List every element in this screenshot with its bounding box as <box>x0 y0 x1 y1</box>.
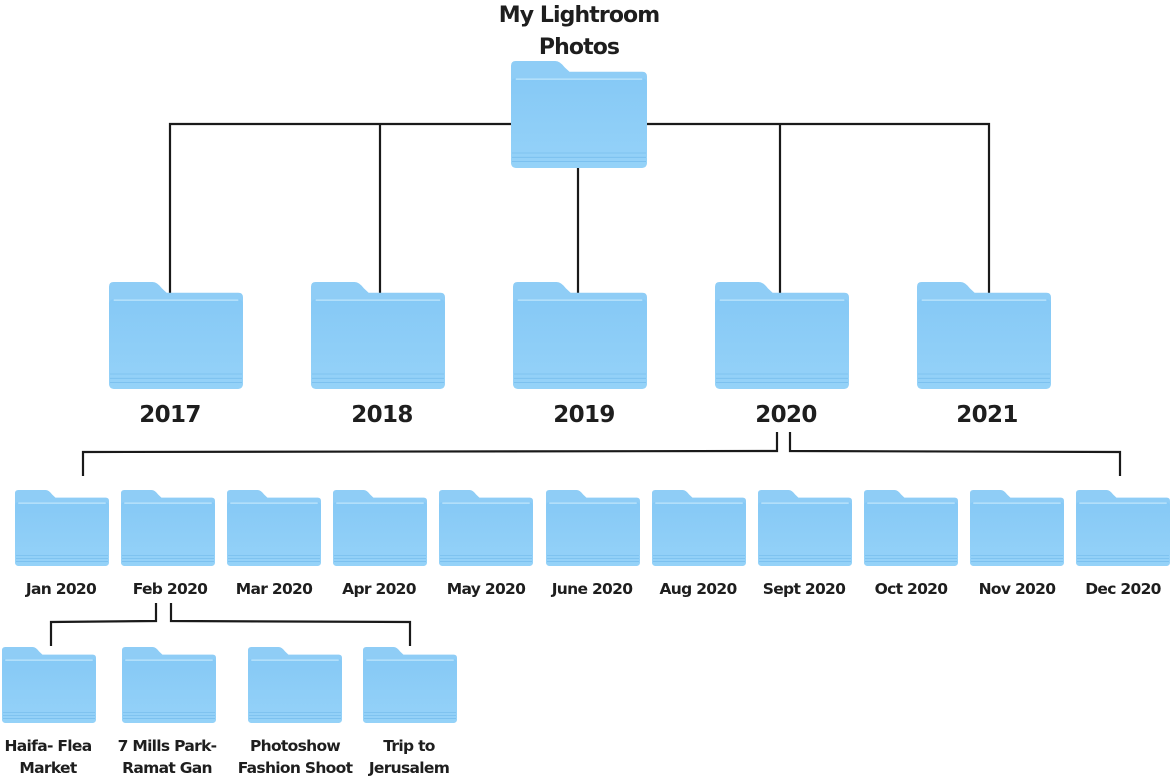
folder-front <box>652 502 746 566</box>
folder-front <box>439 502 533 566</box>
folder-jan-2020-icon[interactable] <box>15 490 109 566</box>
folder-front <box>2 659 96 723</box>
root-folder-icon[interactable] <box>511 61 647 168</box>
year-label-2019: 2019 <box>553 402 615 428</box>
connector-root-left <box>168 122 544 312</box>
month-label-mar: Mar 2020 <box>235 580 313 598</box>
subfolder-label-line1: Trip to <box>383 737 435 755</box>
year-label-2021: 2021 <box>956 402 1018 428</box>
folder-dec-2020-icon[interactable] <box>1076 490 1170 566</box>
folder-front <box>513 299 647 389</box>
month-label-jan: Jan 2020 <box>25 580 97 598</box>
month-label-oct: Oct 2020 <box>874 580 948 598</box>
folder-front <box>15 502 109 566</box>
subfolder-label-trip: Trip to Jerusalem <box>344 735 474 779</box>
subfolder-label-line1: Photoshow <box>249 737 341 755</box>
folder-oct-2020-icon[interactable] <box>864 490 958 566</box>
connector-2020-left <box>81 432 779 476</box>
folder-2017-icon[interactable] <box>109 282 243 389</box>
folder-front <box>1076 502 1170 566</box>
year-label-2017: 2017 <box>139 402 201 428</box>
subfolder-label-line2: Fashion Shoot <box>237 759 353 777</box>
folder-2019-icon[interactable] <box>513 282 647 389</box>
root-folder-title: My Lightroom Photos <box>479 0 679 64</box>
folder-front <box>970 502 1064 566</box>
folder-front <box>363 659 457 723</box>
folder-june-2020-icon[interactable] <box>546 490 640 566</box>
folder-front <box>227 502 321 566</box>
month-label-sept: Sept 2020 <box>762 580 846 598</box>
subfolder-label-line2: Market <box>19 759 77 777</box>
folder-front <box>864 502 958 566</box>
month-label-nov: Nov 2020 <box>978 580 1056 598</box>
folder-mar-2020-icon[interactable] <box>227 490 321 566</box>
root-title-line1: My Lightroom <box>498 3 660 28</box>
folder-2018-icon[interactable] <box>311 282 445 389</box>
year-label-2018: 2018 <box>351 402 413 428</box>
connector-root-right <box>614 122 991 312</box>
folder-front <box>248 659 342 723</box>
connector-2020-right <box>788 432 1122 476</box>
month-label-dec: Dec 2020 <box>1085 580 1161 598</box>
folder-front <box>311 299 445 389</box>
subfolder-label-haifa: Haifa- Flea Market <box>0 735 113 779</box>
subfolder-label-line1: 7 Mills Park- <box>117 737 218 755</box>
month-label-apr: Apr 2020 <box>342 580 416 598</box>
folder-aug-2020-icon[interactable] <box>652 490 746 566</box>
folder-front <box>917 299 1051 389</box>
folder-front <box>109 299 243 389</box>
folder-front <box>333 502 427 566</box>
month-label-feb: Feb 2020 <box>132 580 208 598</box>
subfolder-label-line2: Ramat Gan <box>122 759 212 777</box>
month-label-june: June 2020 <box>551 580 633 598</box>
folder-front <box>122 659 216 723</box>
connector-feb-right <box>169 603 412 646</box>
folder-front <box>758 502 852 566</box>
root-title-line2: Photos <box>538 35 620 60</box>
folder-trip-to-jerusalem-icon[interactable] <box>363 647 457 723</box>
subfolder-label-line2: Jerusalem <box>368 759 450 777</box>
subfolder-label-7-mills: 7 Mills Park- Ramat Gan <box>102 735 232 779</box>
folder-7-mills-park-icon[interactable] <box>122 647 216 723</box>
folder-front <box>121 502 215 566</box>
folder-feb-2020-icon[interactable] <box>121 490 215 566</box>
folder-sept-2020-icon[interactable] <box>758 490 852 566</box>
folder-2021-icon[interactable] <box>917 282 1051 389</box>
folder-front <box>511 78 647 168</box>
month-label-may: May 2020 <box>446 580 526 598</box>
connector-feb-left <box>49 603 158 646</box>
folder-may-2020-icon[interactable] <box>439 490 533 566</box>
folder-2020-icon[interactable] <box>715 282 849 389</box>
subfolder-label-line1: Haifa- Flea <box>4 737 93 755</box>
folder-front <box>546 502 640 566</box>
folder-front <box>715 299 849 389</box>
folder-nov-2020-icon[interactable] <box>970 490 1064 566</box>
folder-photoshow-fashion-shoot-icon[interactable] <box>248 647 342 723</box>
folder-apr-2020-icon[interactable] <box>333 490 427 566</box>
folder-haifa-flea-market-icon[interactable] <box>2 647 96 723</box>
month-label-aug: Aug 2020 <box>659 580 737 598</box>
year-label-2020: 2020 <box>755 402 817 428</box>
subfolder-label-photoshow: Photoshow Fashion Shoot <box>230 735 360 779</box>
